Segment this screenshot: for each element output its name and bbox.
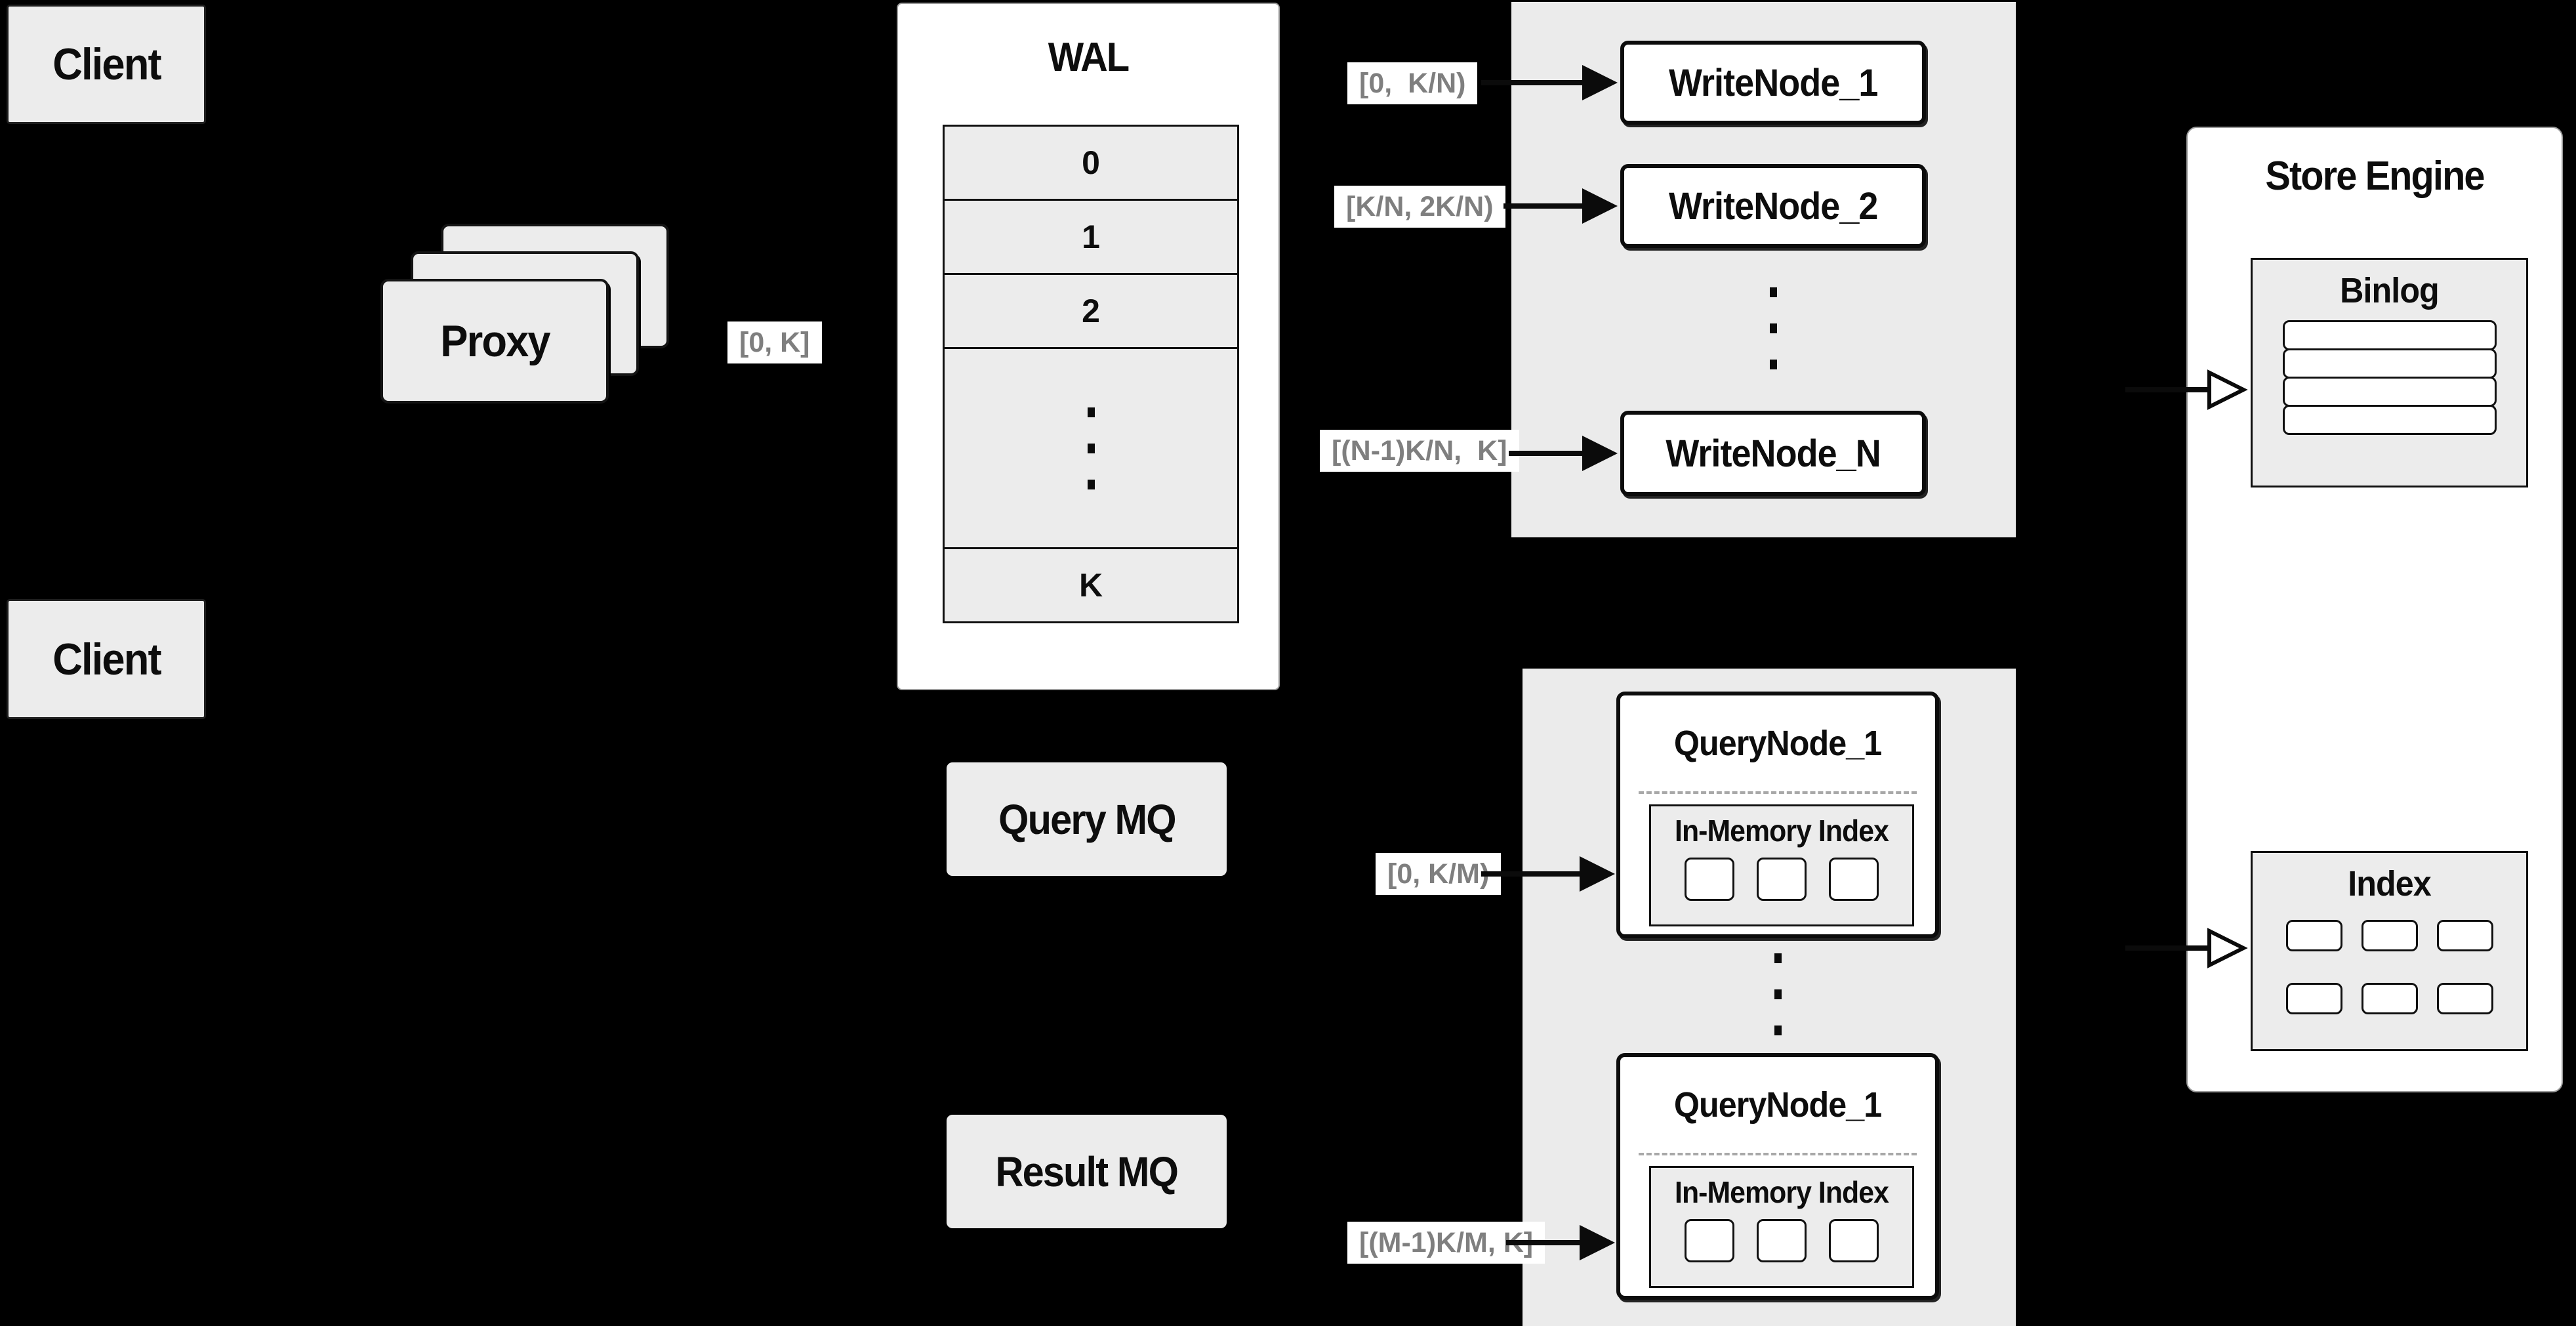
query-node-panel: QueryNode_1 In-Memory Index QueryNode_1 … xyxy=(1523,669,2016,1326)
query-ellipsis-dots xyxy=(1774,953,1782,1035)
index-cell xyxy=(2436,920,2493,951)
binlog-slot xyxy=(2282,377,2497,407)
wal-row-1-label: 1 xyxy=(1082,218,1100,255)
dashed-divider xyxy=(1639,791,1917,794)
binlog-slot xyxy=(2282,320,2497,350)
memory-slot xyxy=(1829,1219,1879,1262)
in-memory-index-title-2: In-Memory Index xyxy=(1675,1175,1889,1209)
dot xyxy=(1769,287,1777,297)
wal-row-1: 1 xyxy=(943,199,1239,275)
index-cell xyxy=(2436,983,2493,1014)
proxy-card-front: Proxy xyxy=(380,279,609,404)
index-box: Index xyxy=(2251,851,2528,1051)
store-engine-container: Store Engine Binlog Index xyxy=(2186,127,2563,1092)
query-node-m-title: QueryNode_1 xyxy=(1673,1085,1882,1125)
in-memory-index-title-1: In-Memory Index xyxy=(1675,814,1889,848)
write-node-panel: WriteNode_1 WriteNode_2 WriteNode_N xyxy=(1511,2,2016,537)
index-cell xyxy=(2285,920,2342,951)
write-ellipsis-dots xyxy=(1769,287,1777,369)
binlog-slot xyxy=(2282,348,2497,379)
in-memory-slots-2 xyxy=(1651,1219,1912,1262)
client-bottom-box: Client xyxy=(7,599,206,719)
range-label-query-m: [(M-1)K/M, K] xyxy=(1347,1222,1545,1264)
client-bottom-label: Client xyxy=(52,634,161,684)
client-top-label: Client xyxy=(52,39,161,89)
index-cell xyxy=(2285,983,2342,1014)
write-node-ellipsis xyxy=(1620,270,1926,386)
result-mq-label: Result MQ xyxy=(995,1148,1179,1195)
binlog-slots xyxy=(2282,320,2497,435)
memory-slot xyxy=(1757,858,1807,901)
store-engine-title: Store Engine xyxy=(2265,154,2485,199)
range-label-query-1: [0, K/M) xyxy=(1376,853,1502,895)
dot xyxy=(1087,407,1095,417)
range-label-write-n: [(N-1)K/N, K] xyxy=(1320,430,1519,472)
binlog-slot xyxy=(2282,405,2497,435)
write-node-n-box: WriteNode_N xyxy=(1620,411,1926,496)
wal-table: 0 1 2 K xyxy=(943,125,1239,623)
range-label-write-1: [0, K/N) xyxy=(1347,62,1478,104)
dot xyxy=(1087,443,1095,453)
client-top-box: Client xyxy=(7,5,206,124)
memory-slot xyxy=(1685,858,1734,901)
wal-row-2-label: 2 xyxy=(1082,293,1100,329)
binlog-box: Binlog xyxy=(2251,258,2528,487)
wal-row-0-label: 0 xyxy=(1082,144,1100,181)
wal-row-ellipsis xyxy=(943,347,1239,549)
range-label-proxy-wal: [0, K] xyxy=(727,321,822,363)
in-memory-index-box-2: In-Memory Index xyxy=(1649,1166,1914,1288)
dot xyxy=(1769,359,1777,369)
query-mq-label: Query MQ xyxy=(998,795,1176,843)
binlog-title: Binlog xyxy=(2340,271,2440,310)
dot xyxy=(1774,989,1782,999)
range-label-write-2: [K/N, 2K/N) xyxy=(1334,186,1505,228)
query-node-m-box: QueryNode_1 In-Memory Index xyxy=(1616,1053,1939,1300)
wal-title: WAL xyxy=(1048,35,1130,80)
wal-row-k-label: K xyxy=(1078,567,1103,604)
in-memory-slots-1 xyxy=(1651,858,1912,901)
dot xyxy=(1774,953,1782,963)
write-node-1-box: WriteNode_1 xyxy=(1620,41,1926,125)
dashed-divider xyxy=(1639,1153,1917,1155)
memory-slot xyxy=(1829,858,1879,901)
result-mq-box: Result MQ xyxy=(947,1115,1227,1228)
wal-row-2: 2 xyxy=(943,273,1239,349)
index-cell xyxy=(2361,983,2418,1014)
dot xyxy=(1774,1025,1782,1035)
wal-row-k: K xyxy=(943,547,1239,623)
proxy-label: Proxy xyxy=(440,316,550,366)
in-memory-index-box-1: In-Memory Index xyxy=(1649,804,1914,926)
write-node-1-label: WriteNode_1 xyxy=(1668,61,1878,104)
index-title: Index xyxy=(2348,864,2431,903)
write-node-2-label: WriteNode_2 xyxy=(1668,184,1878,228)
index-cells xyxy=(2253,920,2526,1014)
write-node-n-label: WriteNode_N xyxy=(1666,432,1881,475)
query-mq-box: Query MQ xyxy=(947,762,1227,876)
dot xyxy=(1087,479,1095,489)
write-node-2-box: WriteNode_2 xyxy=(1620,164,1926,248)
query-node-1-title: QueryNode_1 xyxy=(1673,724,1882,763)
query-node-ellipsis xyxy=(1616,936,1939,1052)
wal-container: WAL 0 1 2 K xyxy=(897,3,1280,690)
memory-slot xyxy=(1757,1219,1807,1262)
memory-slot xyxy=(1685,1219,1734,1262)
wal-ellipsis-dots xyxy=(1087,407,1095,489)
query-node-1-box: QueryNode_1 In-Memory Index xyxy=(1616,692,1939,938)
index-cell xyxy=(2361,920,2418,951)
wal-row-0: 0 xyxy=(943,125,1239,201)
dot xyxy=(1769,323,1777,333)
